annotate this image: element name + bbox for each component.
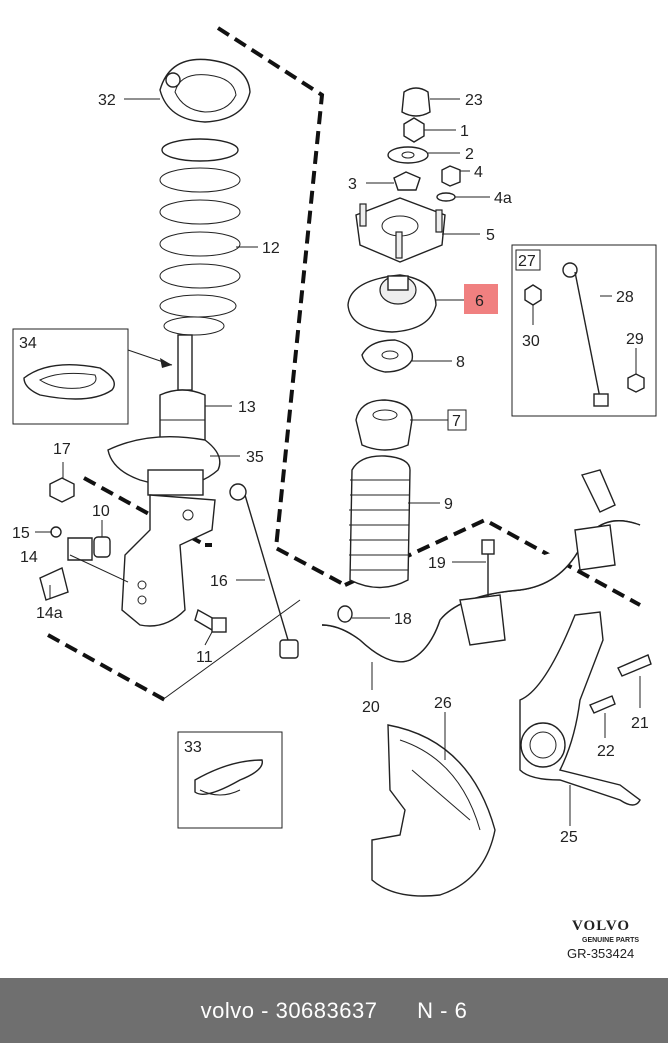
strut-bracket (121, 494, 216, 627)
callout-6: 6 (475, 293, 484, 310)
inset-box-27 (511, 244, 657, 417)
callout-labels: 32 12 13 35 23 1 2 3 4 4a 5 6 8 7 9 17 1… (12, 92, 649, 846)
part-9-dust-boot (349, 455, 411, 589)
part-8-spring-seat (361, 339, 414, 373)
footer-separator: - (261, 997, 269, 1023)
callout-21: 21 (631, 715, 649, 732)
part-4-nut (441, 165, 461, 187)
volvo-logo-text: VOLVO (572, 918, 630, 934)
part-1-nut (403, 117, 425, 143)
part-35-lower-seat (107, 435, 221, 496)
part-2-washer (387, 146, 429, 164)
callout-19: 19 (428, 555, 446, 572)
callout-4a: 4a (494, 190, 512, 207)
part-21-bolt (617, 654, 652, 677)
callout-33: 33 (184, 739, 202, 756)
part-7-bump-stop (355, 399, 413, 451)
callout-2: 2 (465, 146, 474, 163)
callout-29: 29 (626, 331, 644, 348)
callout-13: 13 (238, 399, 256, 416)
part-18-nut (337, 605, 353, 623)
callout-1: 1 (460, 123, 469, 140)
volvo-logo-subtext: GENUINE PARTS (582, 937, 639, 944)
callout-23: 23 (465, 92, 483, 109)
part-25-knuckle (519, 611, 641, 806)
strut-group-outline (216, 26, 346, 587)
callout-8: 8 (456, 354, 465, 371)
callout-12: 12 (262, 240, 280, 257)
part-16-stabilizer-link (229, 483, 299, 659)
footer-position: N - 6 (417, 997, 468, 1023)
inset-box-33 (177, 731, 283, 829)
footer-brand: volvo (200, 997, 255, 1023)
callout-26: 26 (434, 695, 452, 712)
part-3-spacer (393, 171, 421, 191)
callout-9: 9 (444, 496, 453, 513)
part-23-cap (401, 87, 431, 117)
callout-32: 32 (98, 92, 116, 109)
part-12-coil-spring (159, 138, 241, 336)
footer-part-number: 30683637 (275, 997, 378, 1023)
exploded-parts-diagram: 32 12 13 35 23 1 2 3 4 4a 5 6 8 7 9 17 1… (12, 26, 657, 961)
part-20-stabilizer-bar (321, 469, 641, 663)
part-22-bolt (589, 695, 616, 714)
part-14-clip (67, 537, 93, 561)
callout-17: 17 (53, 441, 71, 458)
callout-18: 18 (394, 611, 412, 628)
callout-30: 30 (522, 333, 540, 350)
footer-bar: volvo - 30683637 N - 6 (0, 978, 668, 1043)
callout-28: 28 (616, 289, 634, 306)
callout-25: 25 (560, 829, 578, 846)
callout-35: 35 (246, 449, 264, 466)
volvo-brand-block: VOLVO GENUINE PARTS GR-353424 (567, 918, 639, 961)
callout-3: 3 (348, 176, 357, 193)
callout-11: 11 (196, 649, 213, 666)
callout-20: 20 (362, 699, 380, 716)
diagram-reference: GR-353424 (567, 946, 634, 961)
callout-4: 4 (474, 164, 483, 181)
part-15-bolt (50, 526, 62, 538)
callout-5: 5 (486, 227, 495, 244)
callout-7: 7 (452, 413, 461, 430)
part-5-top-mount (355, 197, 446, 263)
callout-14a: 14a (36, 605, 63, 622)
part-4a-washer (436, 192, 456, 202)
part-14a-bracket (39, 567, 69, 601)
part-17-nut (49, 477, 75, 503)
part-32-spring-seat (159, 58, 251, 123)
callout-leaders (35, 98, 641, 826)
callout-7-box (447, 409, 467, 431)
part-11-bolt (194, 608, 227, 633)
callout-15: 15 (12, 525, 30, 542)
knuckle-group-outline (47, 476, 212, 702)
callout-27: 27 (518, 253, 536, 270)
callout-10: 10 (92, 503, 110, 520)
callout-22: 22 (597, 743, 615, 760)
inset-box-34 (12, 328, 173, 425)
stabilizer-bushing-clamp (459, 524, 616, 646)
part-6-bearing (347, 274, 437, 333)
part-10-bushing (93, 536, 111, 558)
callout-6-highlight (464, 284, 498, 314)
callout-16: 16 (210, 573, 228, 590)
part-26-splash-shield (371, 724, 496, 897)
callout-34: 34 (19, 335, 37, 352)
callout-14: 14 (20, 549, 38, 566)
